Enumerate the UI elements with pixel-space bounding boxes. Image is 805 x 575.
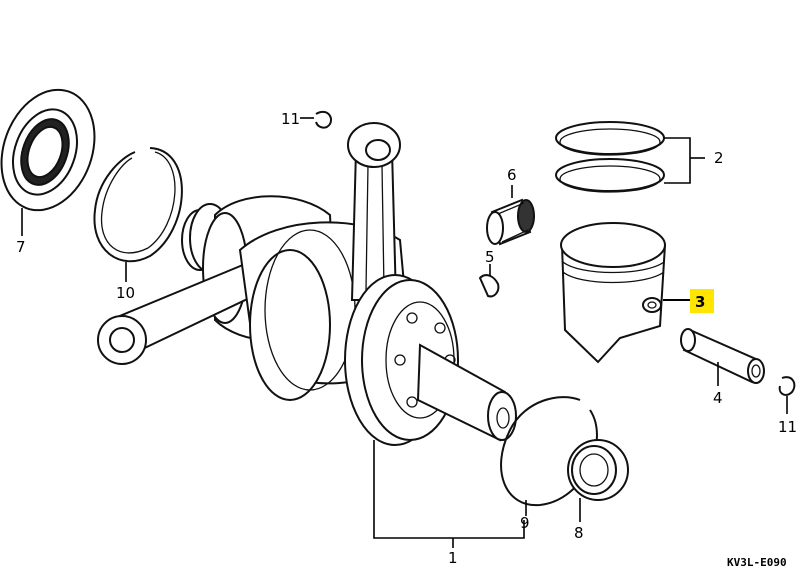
label-oil-seal-left: 7 (16, 238, 26, 256)
oil-seal-left[interactable] (0, 77, 111, 224)
label-piston-pin: 4 (713, 389, 723, 407)
piston-ring-set[interactable] (555, 121, 665, 193)
label-circlip-large: 9 (520, 514, 530, 532)
woodruff-key[interactable] (478, 274, 500, 298)
piston-pin[interactable] (680, 328, 765, 384)
label-ring-set: 2 (714, 149, 724, 167)
needle-bearing[interactable] (486, 198, 535, 246)
label-needle-bearing: 6 (507, 166, 517, 184)
label-circlip-left: 10 (116, 284, 135, 302)
diagram-code: KV3L-E090 (727, 556, 787, 569)
piston[interactable] (560, 222, 666, 364)
highlight-box (690, 289, 714, 313)
label-crankshaft: 1 (448, 549, 458, 567)
crankshaft-assembly[interactable] (97, 122, 517, 446)
oil-seal-right[interactable] (567, 439, 629, 501)
label-pin-clip-top: 11 (281, 110, 300, 128)
pin-clip-top[interactable] (315, 110, 332, 129)
circlip-left[interactable] (93, 147, 183, 263)
label-key: 5 (485, 248, 495, 266)
pin-clip-right[interactable] (778, 376, 796, 396)
label-pin-clip-right: 11 (778, 418, 797, 436)
label-oil-seal-right: 8 (574, 524, 584, 542)
label-piston: 3 (695, 293, 705, 311)
